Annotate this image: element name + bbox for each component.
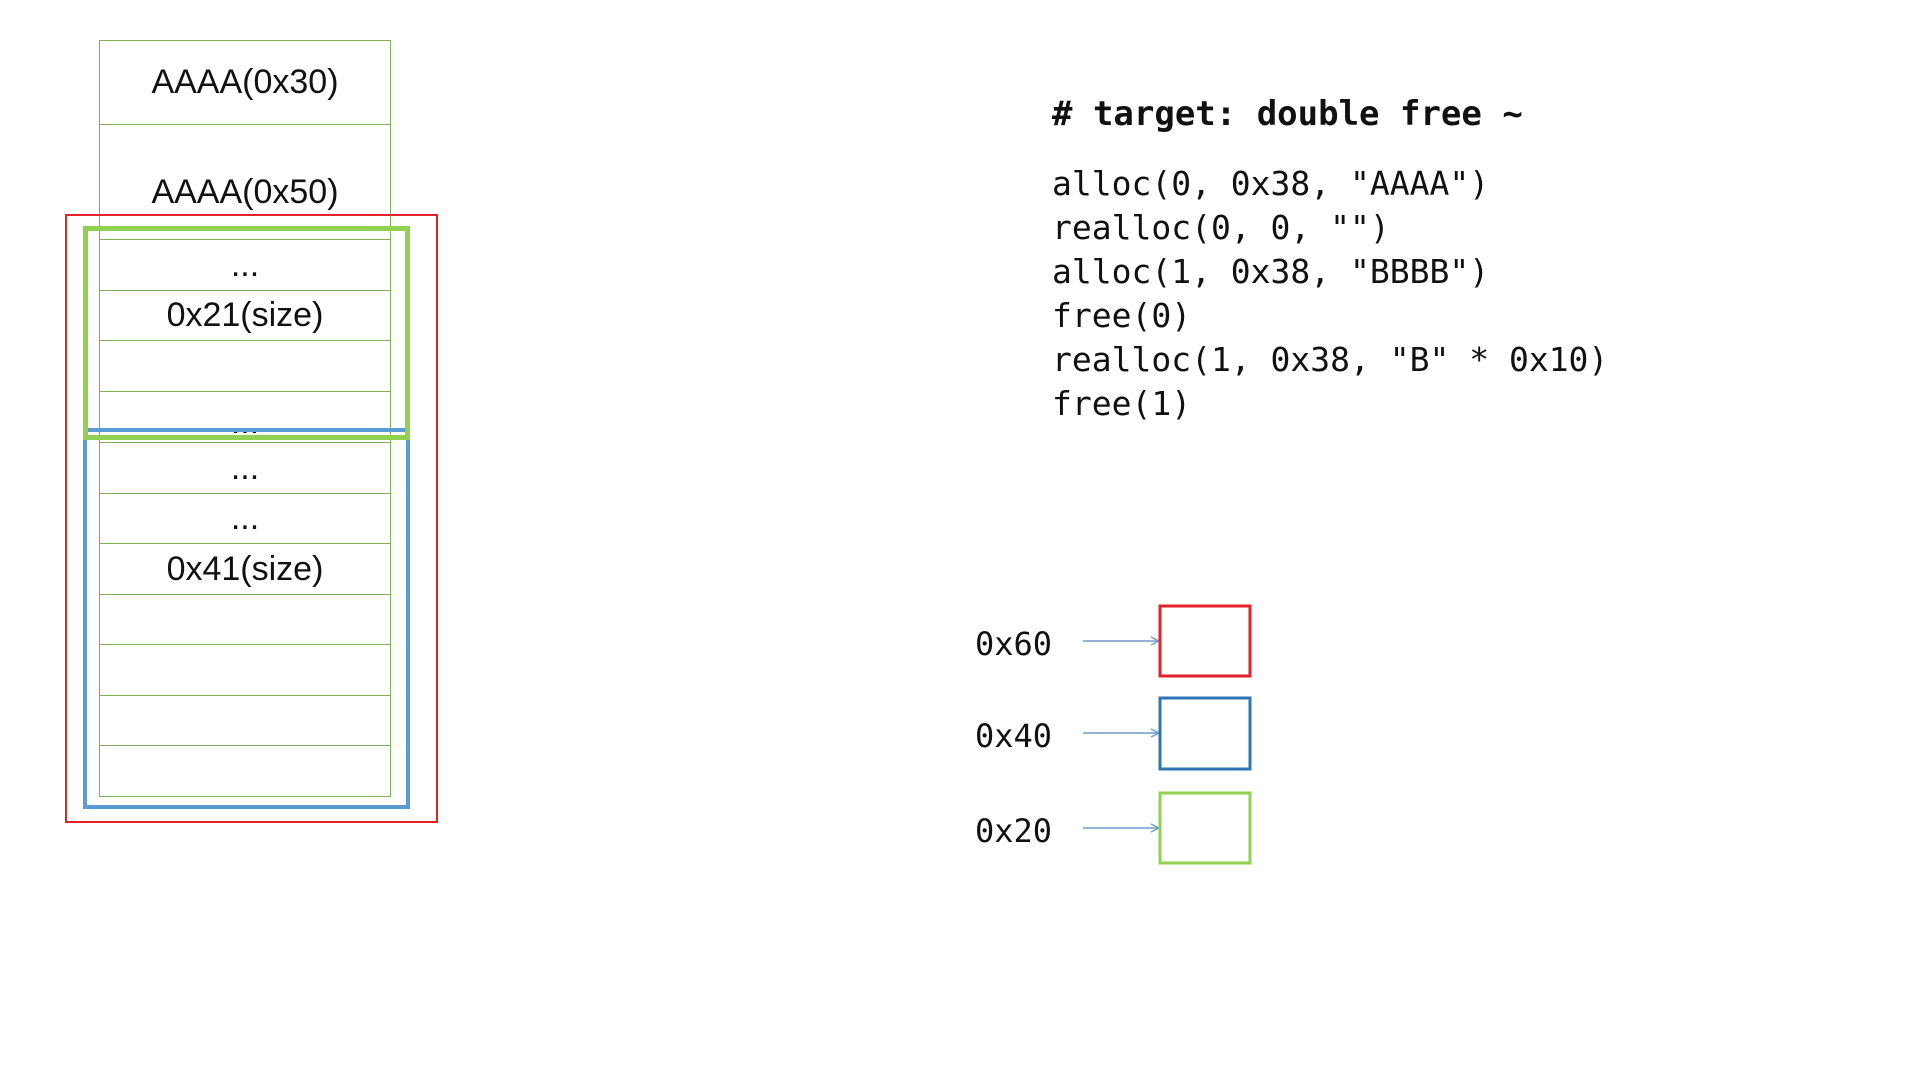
code-block: # target: double free ~ alloc(0, 0x38, "… — [1052, 94, 1608, 426]
heap-cell — [100, 696, 390, 746]
code-line: alloc(0, 0x38, "AAAA") — [1052, 164, 1490, 203]
first-chunk-frame — [83, 226, 410, 440]
heap-cell: ... — [100, 240, 390, 291]
code-title: # target: double free ~ — [1052, 94, 1523, 134]
heap-cell — [100, 746, 390, 797]
code-line: realloc(1, 0x38, "B" * 0x10) — [1052, 340, 1609, 379]
heap-cell: ... — [100, 392, 390, 443]
bin-box-0x40 — [1158, 696, 1252, 771]
heap-cell: AAAA(0x30) — [100, 41, 390, 125]
code-line: realloc(0, 0, "") — [1052, 208, 1390, 247]
second-chunk-frame — [83, 428, 410, 809]
heap-cell — [100, 595, 390, 645]
bin-label-0x20: 0x20 — [975, 812, 1053, 850]
heap-chunk-stack: AAAA(0x30) AAAA(0x50) ... 0x21(size) ...… — [99, 40, 391, 797]
heap-cell: 0x41(size) — [100, 544, 390, 595]
code-line: free(0) — [1052, 296, 1192, 335]
bin-label-0x60: 0x60 — [975, 625, 1053, 663]
bin-box-0x20 — [1158, 791, 1252, 865]
bin-label-0x40: 0x40 — [975, 717, 1053, 755]
heap-cell: 0x21(size) — [100, 291, 390, 341]
code-line: alloc(1, 0x38, "BBBB") — [1052, 252, 1490, 291]
bin-box-0x60 — [1158, 604, 1252, 678]
heap-cell: AAAA(0x50) — [100, 125, 390, 240]
outer-chunk-frame — [65, 214, 438, 823]
code-line: free(1) — [1052, 384, 1192, 423]
heap-cell: ... — [100, 443, 390, 494]
heap-cell — [100, 341, 390, 392]
heap-cell — [100, 645, 390, 696]
heap-cell: ... — [100, 494, 390, 544]
